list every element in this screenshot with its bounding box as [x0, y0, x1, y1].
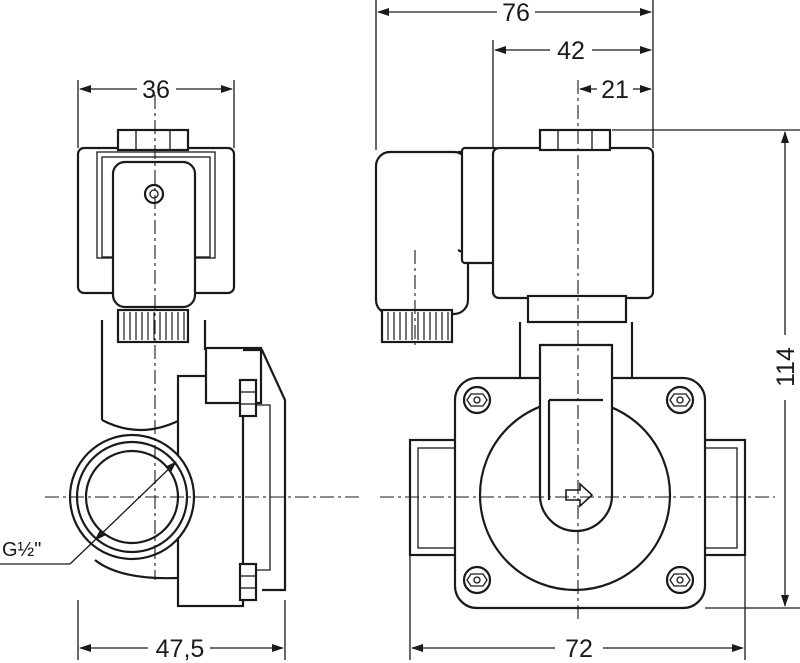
- side-view: G½" 36 47,5: [0, 76, 360, 663]
- dim-72: 72: [565, 635, 593, 663]
- bolt-icon: [462, 385, 492, 415]
- dim-114: 114: [772, 347, 800, 387]
- screw-icon: [143, 183, 165, 205]
- dim-42: 42: [557, 37, 585, 65]
- thread-label: G½": [2, 539, 41, 561]
- dim-47-5: 47,5: [156, 635, 205, 663]
- dim-36: 36: [142, 76, 170, 104]
- bolt-icon: [665, 565, 695, 595]
- dim-76: 76: [502, 0, 530, 27]
- bolt-icon: [665, 385, 695, 415]
- front-view: 76 42 21 114 72: [374, 0, 800, 663]
- bolt-icon: [462, 565, 492, 595]
- dim-21: 21: [601, 76, 629, 104]
- flow-arrow-icon: [565, 482, 594, 508]
